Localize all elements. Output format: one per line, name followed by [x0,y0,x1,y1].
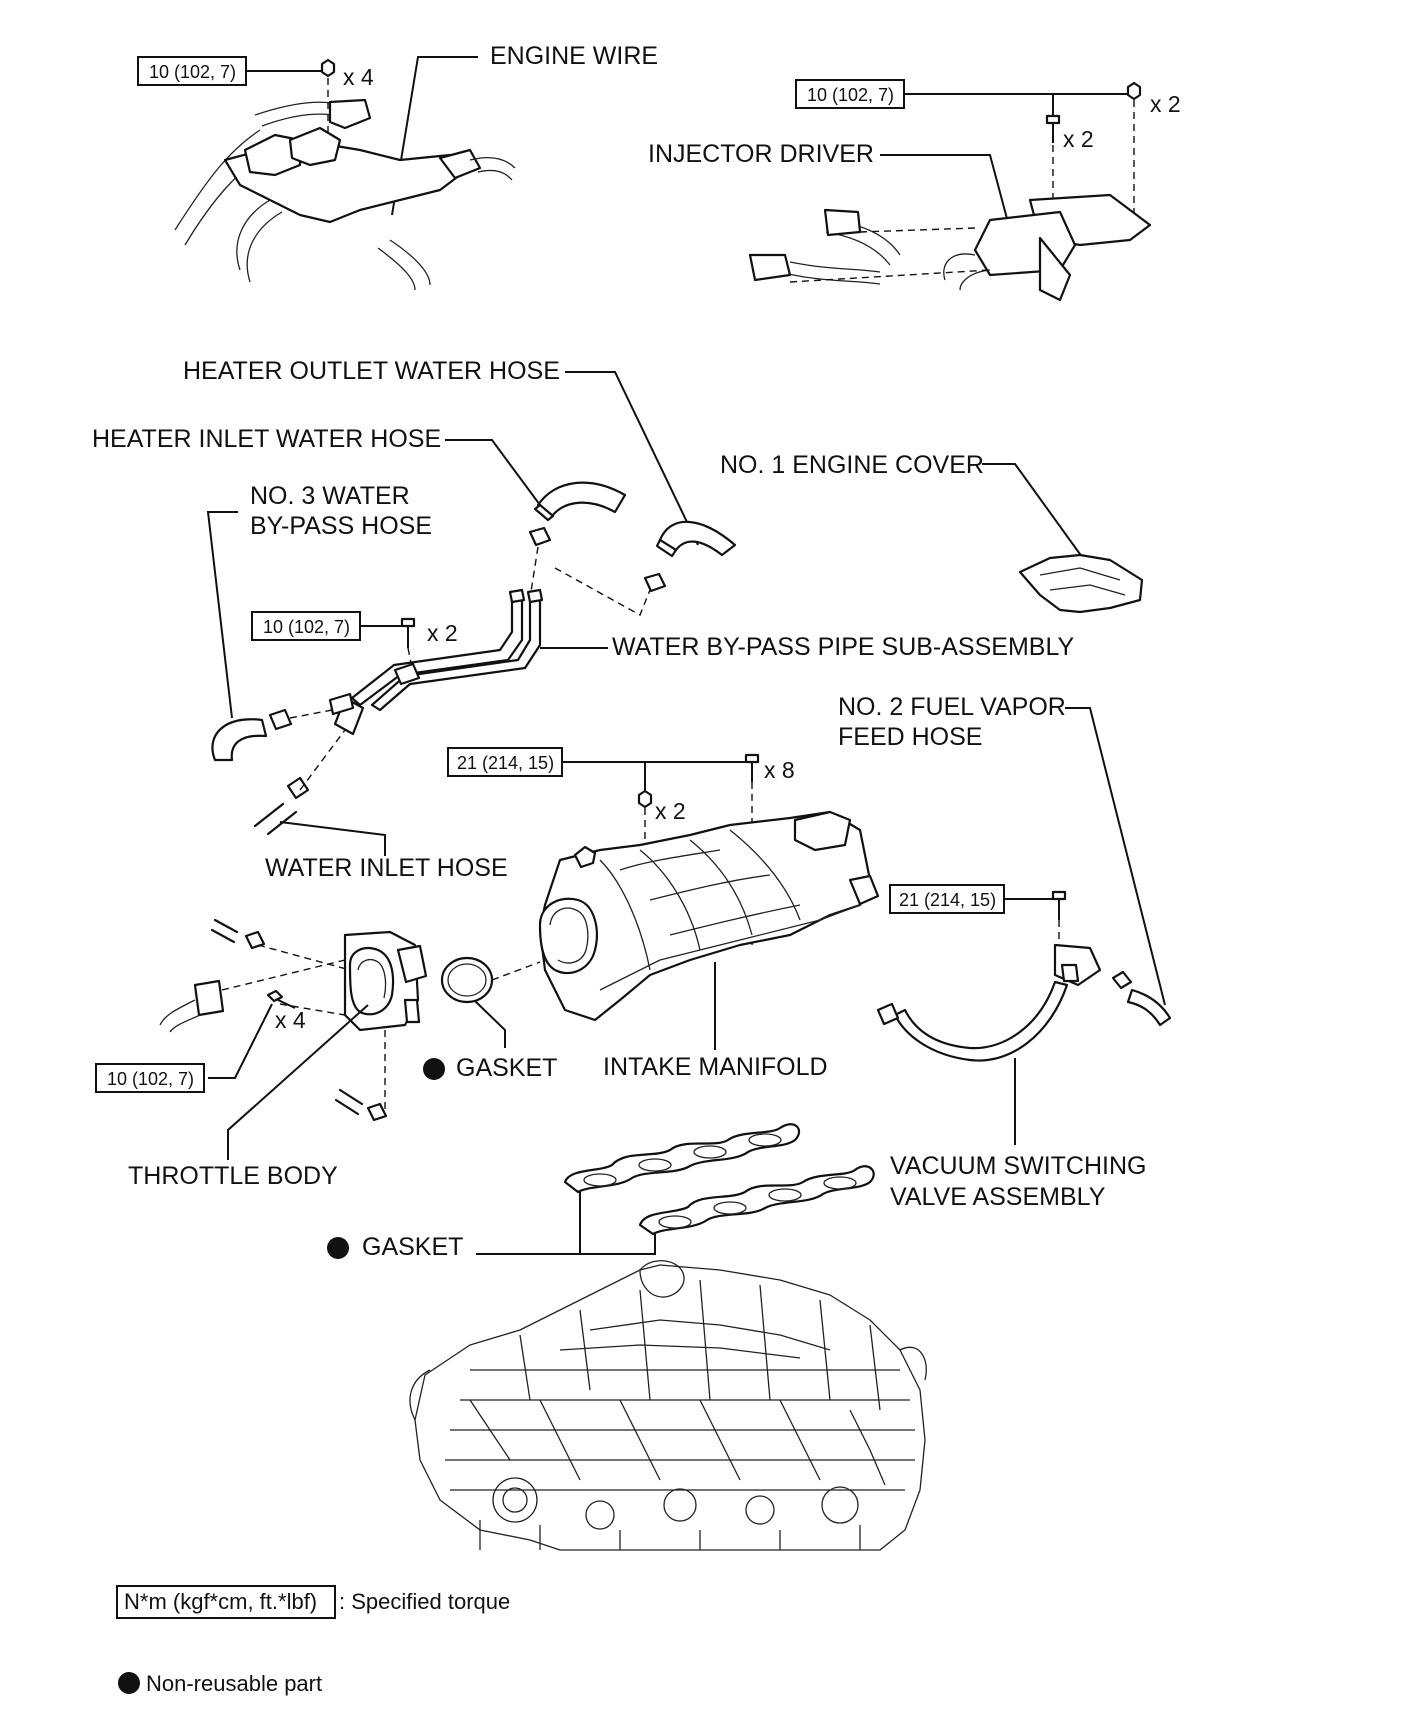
throttle-gasket-part [440,956,494,1004]
intake-manifold-nut-icon [637,789,653,809]
label-no2-fuel-vapor-2: FEED HOSE [838,723,982,751]
fuel-vapor-hose-group: NO. 2 FUEL VAPOR FEED HOSE [838,693,1172,1027]
legend: N*m (kgf*cm, ft.*lbf) : Specified torque… [116,1585,510,1696]
intake-manifold-bolt-qty: x 8 [764,757,795,783]
throttle-body-bolt-qty: x 4 [275,1007,306,1033]
label-no3-water-bypass-hose-1: NO. 3 WATER [250,482,410,510]
intake-manifold-bolt-icon [744,753,760,782]
vacuum-switching-bolt-icon [1051,890,1067,920]
injector-driver-torque: 10 (102, 7) [807,85,894,105]
legend-torque-unit: N*m (kgf*cm, ft.*lbf) [124,1589,317,1614]
engine-wire-torque-box [137,56,247,86]
label-engine-wire: ENGINE WIRE [490,42,658,70]
non-reusable-dot-icon [423,1058,445,1080]
label-throttle-body: THROTTLE BODY [128,1162,338,1190]
intake-manifold-group: 21 (214, 15) x 8 x 2 INTAKE MANIFOLD [447,747,880,1081]
vacuum-switching-torque-box [889,884,1005,914]
engine-cover-part [1018,553,1144,614]
manifold-gasket-upper-part [563,1123,801,1194]
label-no2-fuel-vapor-1: NO. 2 FUEL VAPOR [838,693,1066,721]
throttle-hose-lower-part [334,1088,388,1122]
heater-inlet-hose-part [533,481,627,522]
label-heater-outlet-water-hose: HEATER OUTLET WATER HOSE [183,357,560,385]
no3-water-bypass-hose-part [211,718,268,762]
hose-clamp-1-icon [528,526,552,547]
legend-torque-box [116,1585,336,1619]
throttle-hose-upper-part [210,918,266,950]
non-reusable-dot-icon-2 [327,1237,349,1259]
manifold-gasket-group: GASKET [327,1123,875,1261]
manifold-gasket-lower-part [638,1165,875,1236]
hose-clamp-4-icon [286,776,310,800]
intake-manifold-nut-qty: x 2 [655,798,686,824]
engine-cover-group: NO. 1 ENGINE COVER [720,451,1144,614]
injector-driver-nut-icon [1126,81,1142,101]
vacuum-switching-group: 21 (214, 15) VACUUM SWITCHING VALVE ASSE… [876,884,1146,1211]
engine-wire-group: 10 (102, 7) x 4 ENGINE WIRE [137,42,658,291]
injector-driver-torque-box [795,79,905,109]
hose-clamp-3-icon [268,708,293,731]
throttle-connector-part [159,979,225,1033]
legend-non-reusable: Non-reusable part [146,1671,322,1696]
water-bypass-pipe-part [328,588,544,736]
engine-block-part [409,1260,927,1551]
legend-non-reusable-dot-icon [118,1672,140,1694]
label-heater-inlet-water-hose: HEATER INLET WATER HOSE [92,425,441,453]
injector-driver-group: 10 (102, 7) x 2 x 2 INJECTOR DRIVER [648,79,1181,302]
label-water-bypass-pipe: WATER BY-PASS PIPE SUB-ASSEMBLY [612,633,1074,661]
heater-outlet-hose-part [655,520,737,558]
throttle-body-part [343,930,428,1032]
hose-clamp-2-icon [643,572,667,593]
water-bypass-group: HEATER OUTLET WATER HOSE HEATER INLET WA… [92,357,1074,882]
hose-clamp-5-icon [1111,970,1133,990]
throttle-body-torque-box [95,1063,205,1093]
label-vacuum-switching-1: VACUUM SWITCHING [890,1152,1146,1180]
throttle-body-group: x 4 10 (102, 7) THROTTLE BODY GASKET [95,918,557,1190]
engine-wire-nut-qty: x 4 [343,64,374,90]
engine-wire-harness [174,98,516,291]
injector-driver-module [748,193,1152,302]
injector-driver-bolt-qty: x 2 [1063,126,1094,152]
engine-wire-nut-icon [320,58,336,78]
intake-manifold-part [538,810,880,1022]
label-gasket-manifold: GASKET [362,1233,463,1261]
vacuum-switching-valve-part [876,943,1102,1062]
intake-manifold-torque: 21 (214, 15) [457,753,554,773]
label-vacuum-switching-2: VALVE ASSEMBLY [890,1183,1106,1211]
label-injector-driver: INJECTOR DRIVER [648,140,874,168]
engine-wire-torque: 10 (102, 7) [149,62,236,82]
water-bypass-bolt-qty: x 2 [427,620,458,646]
injector-driver-bolt-icon [1045,114,1061,143]
water-bypass-bolt-icon [400,617,416,648]
injector-driver-nut-qty: x 2 [1150,91,1181,117]
label-gasket-throttle: GASKET [456,1054,557,1082]
water-bypass-torque: 10 (102, 7) [263,617,350,637]
legend-torque-desc: : Specified torque [339,1589,510,1614]
vacuum-switching-torque: 21 (214, 15) [899,890,996,910]
label-intake-manifold: INTAKE MANIFOLD [603,1053,828,1081]
label-water-inlet-hose: WATER INLET HOSE [265,854,508,882]
label-no1-engine-cover: NO. 1 ENGINE COVER [720,451,984,479]
throttle-body-torque: 10 (102, 7) [107,1069,194,1089]
label-no3-water-bypass-hose-2: BY-PASS HOSE [250,512,432,540]
fuel-vapor-hose-part [1126,988,1172,1027]
water-inlet-hose-part [253,802,298,836]
